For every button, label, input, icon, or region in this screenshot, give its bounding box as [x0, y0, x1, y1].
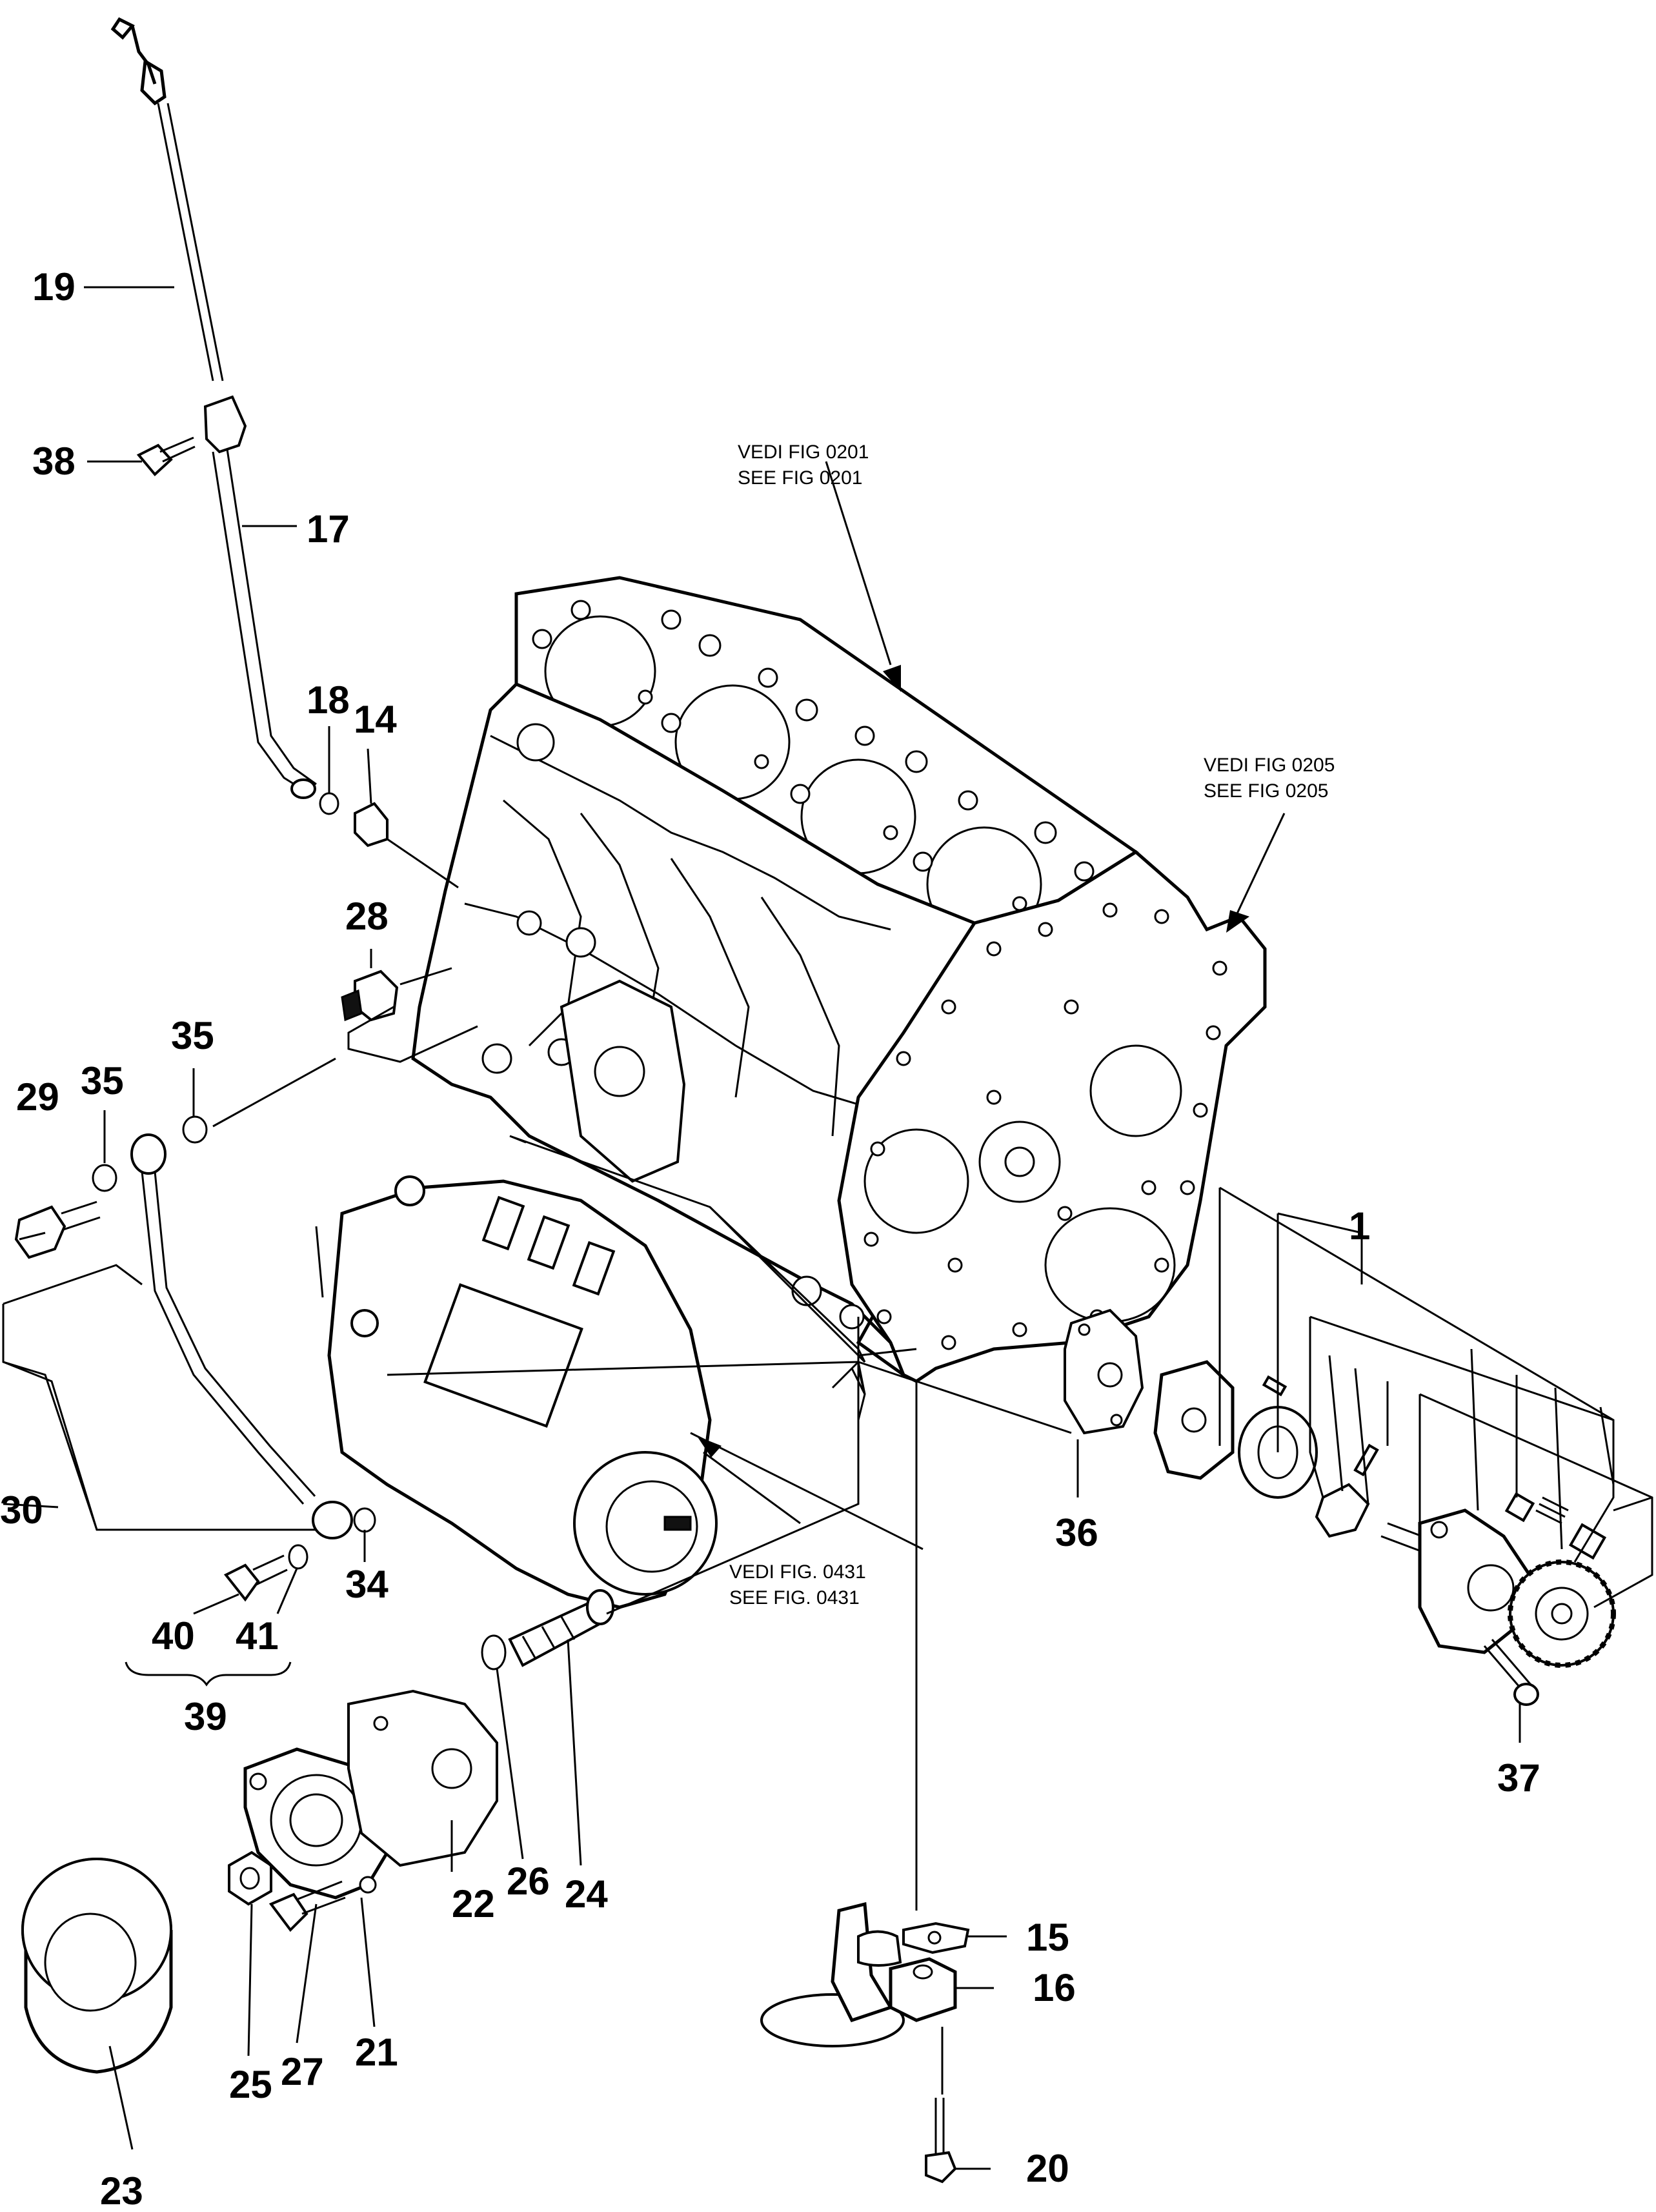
- ref-gearcase-line1: VEDI FIG 0205: [1204, 755, 1335, 776]
- ref-head-line2: SEE FIG 0201: [738, 467, 862, 489]
- delivery-valves: [481, 1195, 616, 1296]
- dipstick-19: [110, 17, 224, 381]
- label-part-30: 30: [0, 1488, 43, 1532]
- bolt-27: [268, 1880, 346, 1933]
- label-part-21: 21: [355, 2031, 398, 2074]
- label-part-14: 14: [354, 698, 397, 741]
- relief-plug: [1504, 1492, 1607, 1560]
- label-part-37: 37: [1497, 1756, 1540, 1800]
- deck-bolt-holes: [532, 600, 1095, 911]
- label-part-40: 40: [152, 1614, 195, 1658]
- oil-pump-gear: [1508, 1559, 1616, 1668]
- label-part-17: 17: [307, 507, 350, 551]
- ref-gearcase-line2: SEE FIG 0205: [1204, 780, 1328, 802]
- relief-valve-24: [508, 1589, 614, 1667]
- cylinder-block: [411, 576, 1267, 1383]
- arrow-head-ref-0431: [697, 1436, 722, 1457]
- label-part-15: 15: [1026, 1916, 1069, 1959]
- support-16: [889, 1957, 957, 2022]
- label-part-29: 29: [16, 1075, 59, 1119]
- oil-pump-gasket-36: [1064, 1308, 1144, 1435]
- label-part-19: 19: [32, 265, 76, 309]
- injection-pump: [315, 1175, 718, 1609]
- label-part-24: 24: [565, 1872, 608, 1916]
- adapter-14: [354, 802, 389, 847]
- oil-pipe-30: [130, 1133, 353, 1539]
- bolt-40: [223, 1554, 288, 1602]
- oil-pump-cover: [1153, 1360, 1287, 1480]
- ref-pump-line2: SEE FIG. 0431: [729, 1587, 860, 1608]
- oil-pressure-switch-28: [341, 969, 399, 1022]
- leader-lines: [2, 286, 1653, 2170]
- label-part-39: 39: [184, 1695, 227, 1738]
- washer-34: [353, 1507, 376, 1533]
- washer-35-left: [92, 1164, 117, 1192]
- label-part-16: 16: [1033, 1966, 1076, 2009]
- strainer-assembly: [760, 1902, 905, 2047]
- label-part-1: 1: [1349, 1204, 1370, 1248]
- label-part-34: 34: [345, 1563, 389, 1606]
- label-part-27: 27: [281, 2050, 324, 2093]
- label-part-22: 22: [452, 1882, 495, 1925]
- ref-head-line1: VEDI FIG 0201: [738, 441, 869, 463]
- bolt-20: [925, 2098, 957, 2184]
- label-part-35-right: 35: [171, 1014, 214, 1057]
- inner-rotor: [1315, 1443, 1379, 1538]
- o-ring-18: [319, 792, 339, 815]
- label-part-26: 26: [507, 1860, 550, 1903]
- dipstick-guide-17: [203, 395, 317, 799]
- label-part-28: 28: [345, 895, 389, 938]
- gasket-22: [347, 1689, 498, 1867]
- label-part-25: 25: [229, 2063, 272, 2106]
- label-part-23: 23: [100, 2169, 143, 2212]
- label-part-38: 38: [32, 440, 76, 483]
- o-ring-26: [481, 1634, 507, 1670]
- washer-35-right: [182, 1115, 208, 1144]
- label-part-36: 36: [1055, 1511, 1098, 1554]
- oil-filter-23: [21, 1858, 173, 2074]
- label-part-20: 20: [1026, 2147, 1069, 2190]
- arrow-head-ref-0201: [883, 665, 901, 692]
- label-part-18: 18: [307, 678, 350, 722]
- brace-39: [125, 1661, 292, 1687]
- label-part-35-left: 35: [81, 1059, 124, 1102]
- filter-nipple-25: [228, 1851, 272, 1906]
- bolt-38: [136, 436, 196, 476]
- label-part-41: 41: [236, 1614, 279, 1658]
- banjo-bolt-29: [14, 1201, 101, 1259]
- washer-41: [288, 1544, 308, 1570]
- gasket-15: [902, 1922, 970, 1954]
- bolt-37: [1483, 1639, 1539, 1706]
- arrow-head-ref-0205: [1226, 910, 1249, 933]
- ref-pump-line1: VEDI FIG. 0431: [729, 1561, 866, 1583]
